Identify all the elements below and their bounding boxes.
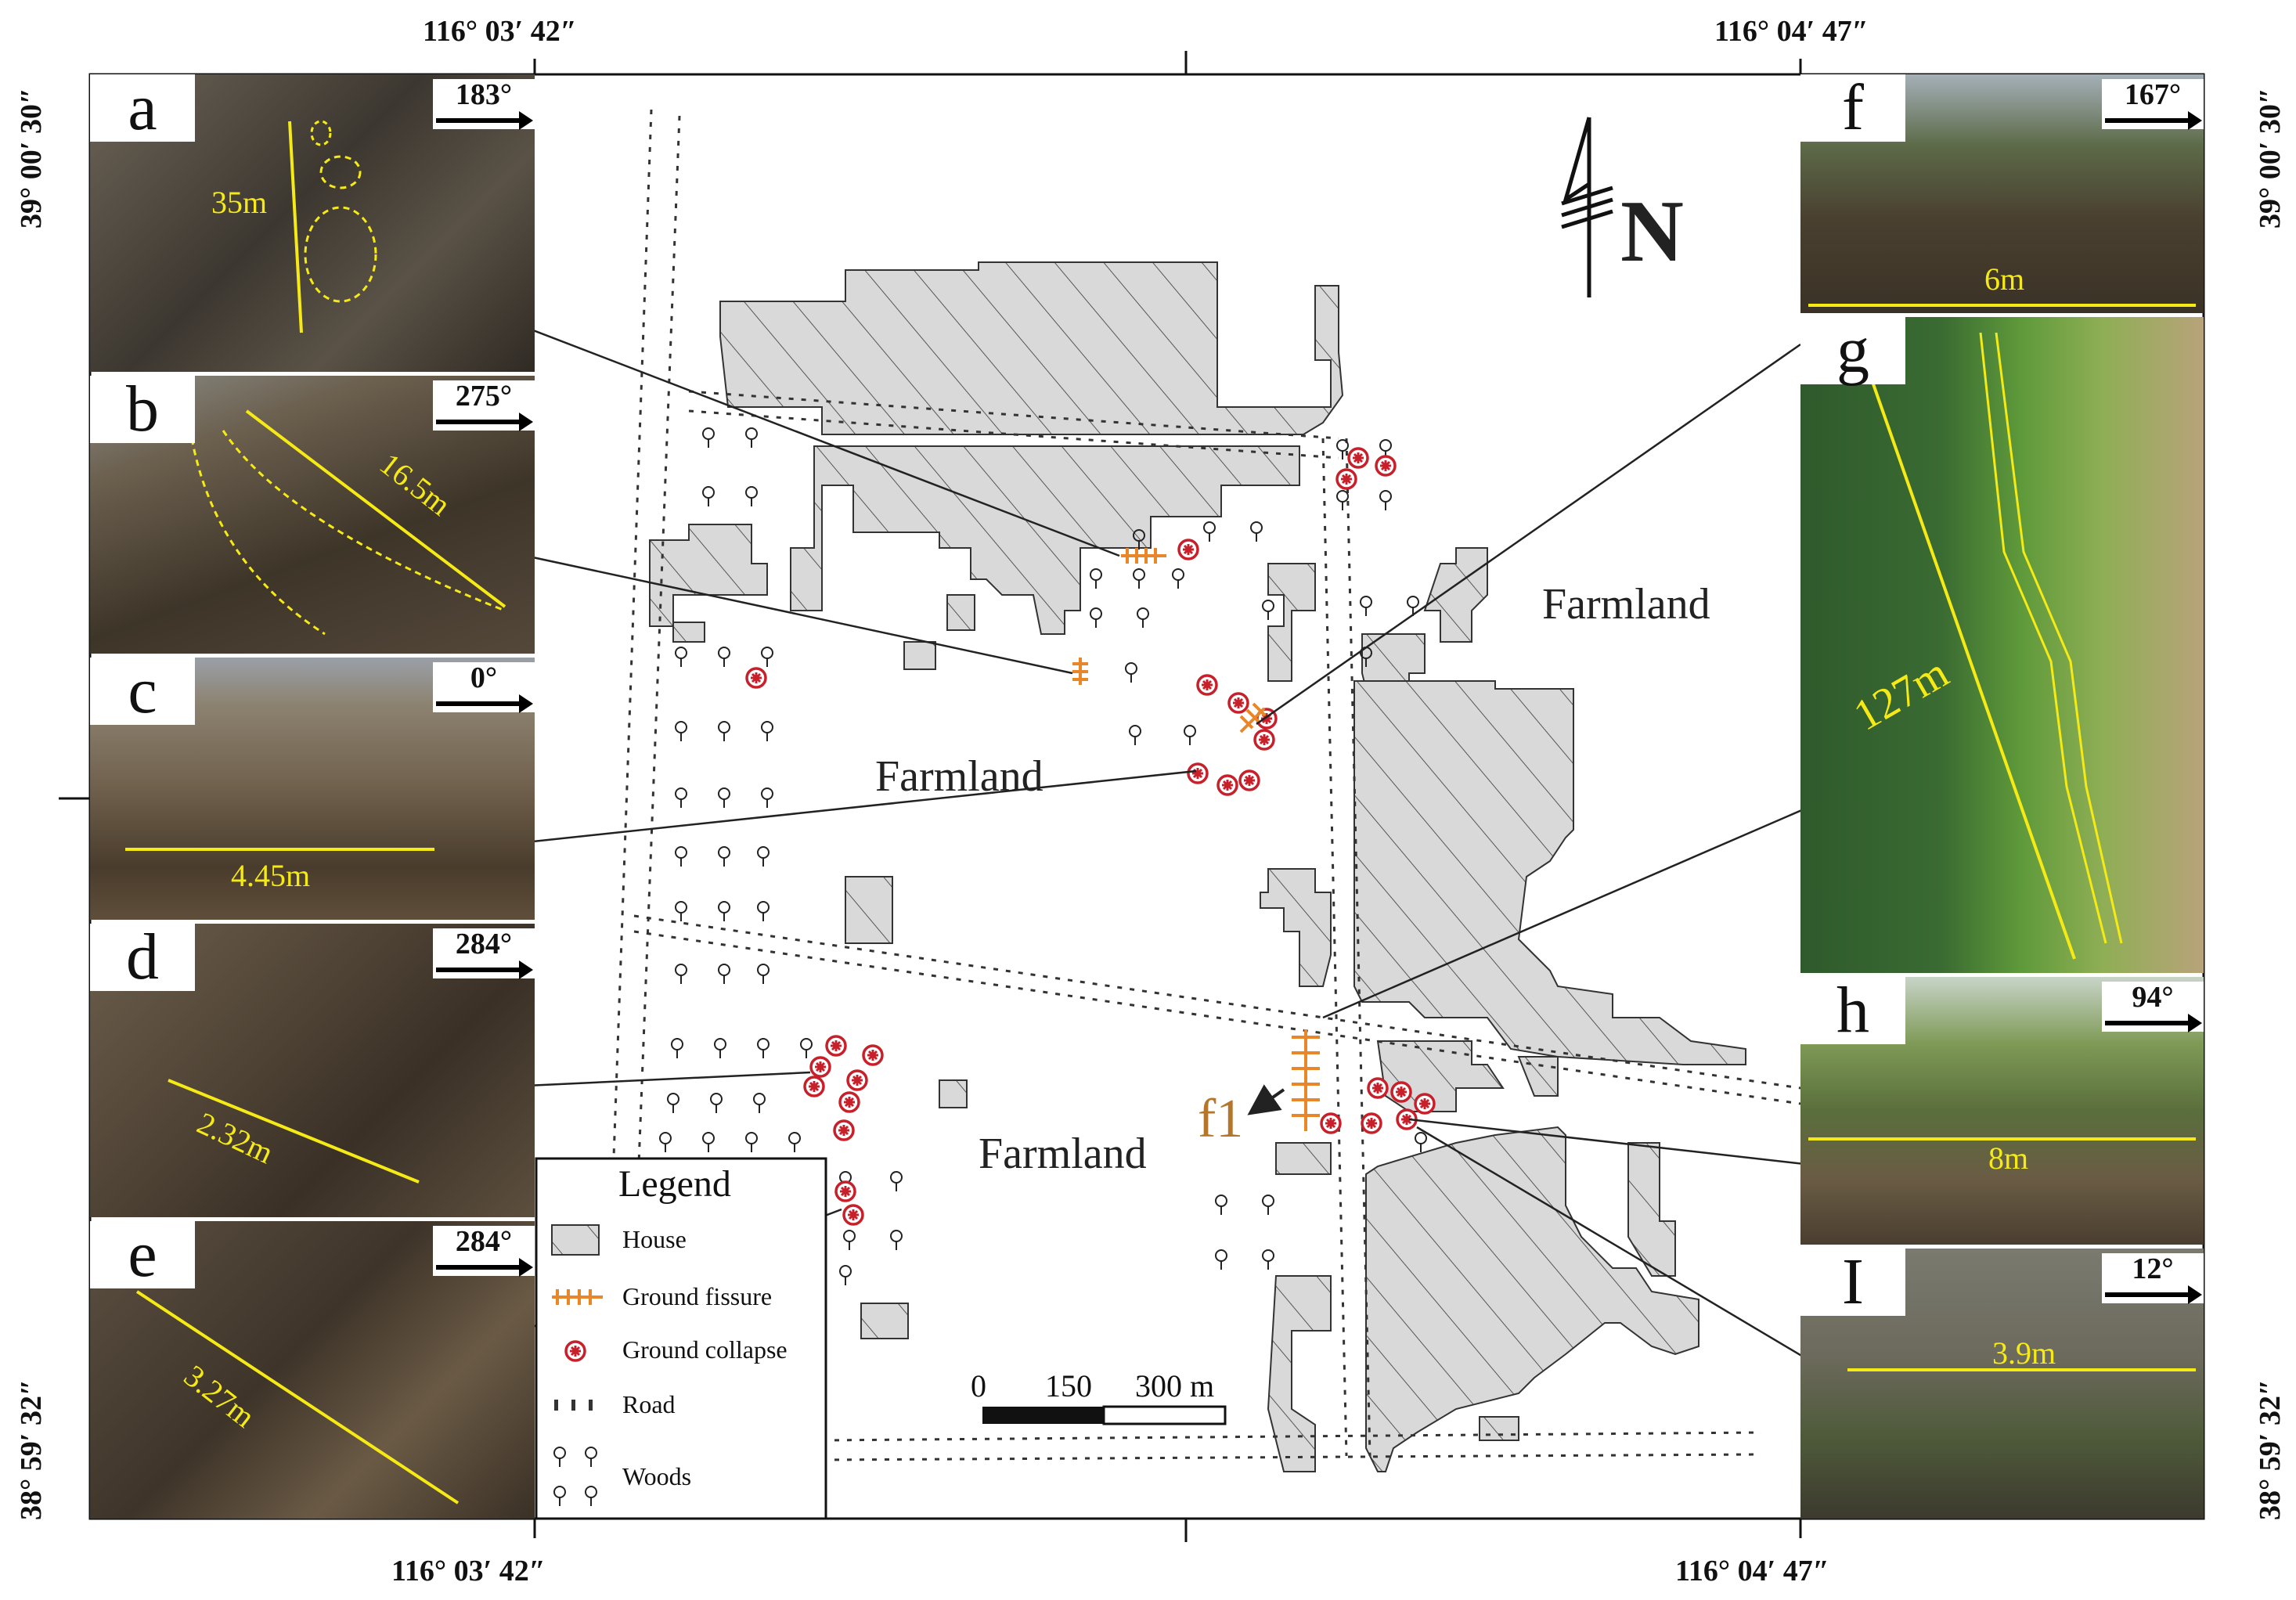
legend-fissure-label: Ground fissure: [622, 1282, 773, 1310]
lon-bottom-left: 116° 03′ 42″: [391, 1555, 546, 1587]
lon-top-right: 116° 04′ 47″: [1714, 15, 1869, 48]
house-west: [649, 524, 768, 627]
photo-a-label: a: [90, 74, 195, 142]
photo-c-label: c: [90, 658, 195, 725]
photo-i-direction: 12°: [2102, 1252, 2204, 1304]
north-label: N: [1620, 183, 1684, 280]
house-block-center: [790, 445, 1300, 635]
photo-e-direction: 284°: [433, 1225, 535, 1277]
photo-a: a 183° 35m: [90, 74, 535, 372]
scale-label-300: 300 m: [1135, 1368, 1215, 1404]
photo-c-measurement: 4.45m: [231, 858, 311, 893]
fissure-f1-label: f1: [1198, 1089, 1244, 1149]
photo-e: e 284° 3.27m: [90, 1221, 535, 1519]
photo-a-direction: 183°: [433, 78, 535, 130]
direction-arrow-icon: [436, 1258, 533, 1277]
photo-f-label: f: [1800, 74, 1905, 142]
photo-c-direction: 0°: [433, 661, 535, 713]
photo-h-measurement: 8m: [1988, 1141, 2029, 1176]
direction-arrow-icon: [2105, 1014, 2202, 1032]
farmland-label-center: Farmland: [875, 752, 1043, 801]
photo-g: g 127m: [1800, 317, 2204, 973]
scale-bar: [982, 1405, 1227, 1425]
photo-d: d 284° 2.32m: [90, 924, 535, 1217]
photo-d-label: d: [90, 924, 195, 991]
photo-i-measurement: 3.9m: [1992, 1335, 2056, 1371]
photo-i: I 12° 3.9m: [1800, 1249, 2204, 1519]
legend-house-symbol: [551, 1224, 600, 1256]
photo-f-direction: 167°: [2102, 78, 2204, 130]
direction-arrow-icon: [2105, 111, 2202, 130]
ground-collapses: [745, 447, 1436, 1226]
photo-h-label: h: [1800, 977, 1905, 1044]
legend-road-label: Road: [622, 1390, 676, 1418]
legend-box: [535, 1157, 827, 1520]
legend-road-symbol: [554, 1400, 593, 1411]
legend-collapse-label: Ground collapse: [622, 1335, 788, 1364]
photo-f: f 167° 6m: [1800, 74, 2204, 313]
north-arrow: [1561, 117, 1613, 297]
legend-title: Legend: [618, 1163, 731, 1205]
scale-label-150: 150: [1045, 1368, 1092, 1404]
scale-label-0: 0: [971, 1368, 986, 1404]
house-block-north: [719, 261, 1344, 435]
photo-h-direction: 94°: [2102, 981, 2204, 1032]
direction-arrow-icon: [436, 413, 533, 431]
photo-f-measurement: 6m: [1984, 261, 2025, 297]
photo-b-direction: 275°: [433, 380, 535, 431]
direction-arrow-icon: [436, 694, 533, 713]
photo-b-label: b: [90, 376, 195, 443]
direction-arrow-icon: [436, 111, 533, 130]
f1-pointer-arrow: [1247, 1084, 1285, 1115]
legend-woods-label: Woods: [622, 1462, 692, 1490]
roads: [609, 109, 1801, 1461]
photo-b: b 275° 16.5m: [90, 376, 535, 654]
legend-fissure-symbol: [552, 1289, 603, 1305]
farmland-label-east: Farmland: [1542, 580, 1710, 629]
photo-e-label: e: [90, 1221, 195, 1288]
legend-house-label: House: [622, 1225, 687, 1253]
photo-h: h 94° 8m: [1800, 977, 2204, 1245]
ground-fissures: [1072, 548, 1320, 1131]
house-block-east: [1353, 680, 1746, 1065]
legend-collapse-symbol: [564, 1340, 586, 1362]
photo-a-measurement: 35m: [211, 185, 268, 220]
photo-i-label: I: [1800, 1249, 1905, 1316]
photo-c: c 0° 4.45m: [90, 658, 535, 920]
photo-d-direction: 284°: [433, 928, 535, 979]
lon-top-left: 116° 03′ 42″: [423, 15, 577, 48]
photo-g-label: g: [1800, 317, 1905, 384]
farmland-label-south: Farmland: [979, 1130, 1147, 1178]
lon-bottom-right: 116° 04′ 47″: [1675, 1555, 1829, 1587]
direction-arrow-icon: [2105, 1285, 2202, 1304]
direction-arrow-icon: [436, 960, 533, 979]
